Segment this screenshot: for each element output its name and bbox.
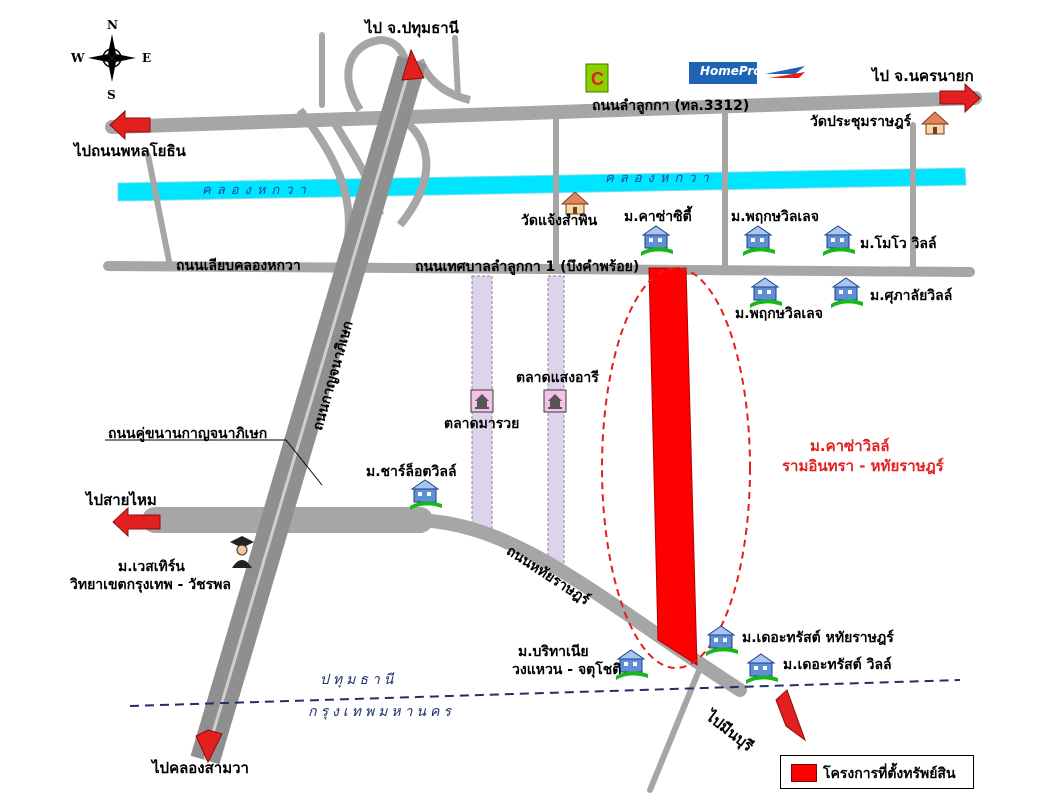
province-boundary xyxy=(129,679,961,707)
arrow-west xyxy=(109,109,151,141)
compass-s: S xyxy=(107,88,116,102)
arrow-min-buri xyxy=(775,689,807,742)
label-supalai-ville: ม.ศุภาลัยวิลล์ xyxy=(870,288,953,304)
homepro-logo-icon xyxy=(689,62,757,84)
house-icon xyxy=(409,479,443,511)
label-casa-city: ม.คาซ่าซิตี้ xyxy=(624,209,692,225)
road-bottom-stub xyxy=(647,665,703,793)
project-dashed-boundary xyxy=(601,267,751,669)
market-icon xyxy=(470,389,494,413)
label-road-thetsaban: ถนนเทศบาลลำลูกกา 1 (บึงคำพร้อย) xyxy=(415,259,640,275)
road-left-vertical xyxy=(145,152,173,269)
label-mono-ville: ม.โมโว วิลล์ xyxy=(860,236,937,252)
label-britannia-1: ม.บริทาเนีย xyxy=(518,644,589,660)
label-canal-right: คลองหกวา xyxy=(605,171,715,186)
market-icon xyxy=(543,389,567,413)
label-to-khlong-sam-wa: ไปคลองสามวา xyxy=(152,759,249,777)
label-to-nakhon-nayok: ไป จ.นครนายก xyxy=(872,67,974,85)
label-road-liap-khlong: ถนนเลียบคลองหกวา xyxy=(176,258,301,274)
label-wat-prachum: วัดประชุมราษฎร์ xyxy=(810,114,912,130)
label-to-pathum-thani: ไป จ.ปทุมธานี xyxy=(365,19,459,37)
legend: โครงการที่ตั้งทรัพย์สิน xyxy=(780,755,974,789)
project-plot xyxy=(648,267,698,666)
label-pruksa-1: ม.พฤกษวิลเลจ xyxy=(731,209,819,225)
label-road-lam-luk-ka: ถนนลำลูกกา (ทล.3312) xyxy=(592,98,750,114)
frontage-road-leader xyxy=(285,439,323,486)
road-thetsaban xyxy=(103,261,975,277)
legend-label: โครงการที่ตั้งทรัพย์สิน xyxy=(823,766,956,782)
compass-w: W xyxy=(71,51,85,65)
house-icon xyxy=(705,625,739,657)
label-western-2: วิทยาเขตกรุงเทพ - วัชรพล xyxy=(70,577,231,593)
house-icon xyxy=(749,277,783,309)
label-to-phahonyothin: ไปถนนพหลโยธิน xyxy=(74,142,186,160)
arrow-north xyxy=(401,48,425,81)
label-western-1: ม.เวสเทิร์น xyxy=(118,559,185,575)
label-pathum-thani: ปทุมธานี xyxy=(320,672,398,688)
label-talad-saeng-aree: ตลาดแสงอารี xyxy=(516,370,599,386)
label-trust-ville: ม.เดอะทรัสต์ วิลล์ xyxy=(783,657,892,673)
compass-n: N xyxy=(107,18,118,32)
label-charlotte-ville: ม.ชาร์ล็อตวิลล์ xyxy=(366,464,457,480)
label-project-line1: ม.คาซ่าวิลล์ xyxy=(810,437,890,455)
interchange-loop-right xyxy=(416,58,472,104)
road-kanchanaphisek-divider xyxy=(203,59,414,761)
big-c-logo-icon: C xyxy=(585,63,609,93)
temple-icon xyxy=(921,111,949,135)
label-talad-maruay: ตลาดมารวย xyxy=(444,416,520,432)
house-icon xyxy=(830,277,864,309)
arrow-south xyxy=(195,729,223,764)
label-trust-hathai: ม.เดอะทรัสต์ หทัยราษฎร์ xyxy=(742,630,894,646)
label-road-frontage: ถนนคู่ขนานกาญจนาภิเษก xyxy=(108,426,268,442)
label-pruksa-2: ม.พฤกษวิลเลจ xyxy=(735,306,823,322)
arrow-sai-mai xyxy=(112,506,161,538)
label-britannia-2: วงแหวน - จตุโชติ xyxy=(512,662,622,678)
label-to-sai-mai: ไปสายไหม xyxy=(86,491,157,509)
arrow-east xyxy=(939,82,981,114)
label-wat-chaeng: วัดแจ้งสำพิน xyxy=(521,213,598,229)
house-icon xyxy=(640,225,674,257)
road-lam-luk-ka xyxy=(105,91,982,134)
house-icon xyxy=(742,225,776,257)
house-icon xyxy=(822,225,856,257)
label-project-line2: รามอินทรา - หทัยราษฎร์ xyxy=(782,457,944,475)
canal-khlong-hok-wa xyxy=(117,167,967,202)
label-bangkok: กรุงเทพมหานคร xyxy=(308,704,455,720)
graduate-icon xyxy=(230,536,254,568)
compass-e: E xyxy=(142,51,152,65)
road-top-stub-2 xyxy=(452,35,461,99)
secondary-brand-logo-icon xyxy=(765,66,805,78)
svg-text:C: C xyxy=(591,69,604,89)
legend-swatch xyxy=(791,764,817,782)
house-icon xyxy=(745,653,779,685)
market-strip-saeng-aree xyxy=(547,275,565,571)
temple-icon xyxy=(561,191,589,215)
label-canal-left: คลองหกวา xyxy=(202,183,312,198)
label-homepro: HomePro xyxy=(700,64,762,78)
compass-icon xyxy=(88,34,136,82)
